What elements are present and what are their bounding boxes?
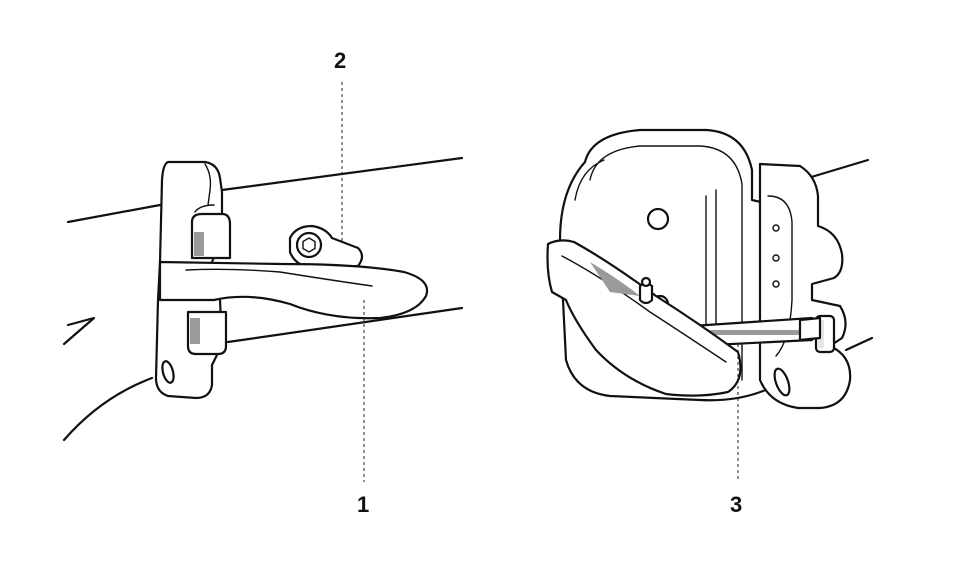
hand-outline-lower [62, 376, 154, 442]
bracket-oval-hole [161, 360, 175, 384]
right-forearm-bottom [844, 336, 874, 352]
screw-head [295, 231, 323, 259]
lever-inside-shade [590, 262, 640, 296]
hex-key-tip [798, 316, 822, 342]
housing-slot [705, 189, 717, 341]
callout-2: 2 [334, 48, 347, 73]
callout-3: 3 [730, 492, 743, 517]
hex-socket-icon [302, 237, 316, 253]
forearm-outline-top [66, 156, 464, 224]
side-plate-inner [767, 195, 793, 357]
side-oval [773, 367, 791, 397]
right-forearm-top [806, 158, 870, 180]
left-figure [62, 156, 464, 442]
callout-1: 1 [357, 492, 370, 517]
lever-pin-top [640, 276, 652, 288]
housing-hole-upper [646, 207, 670, 231]
bracket-upper-tab-shade [194, 232, 204, 256]
housing-inner-left [574, 159, 605, 201]
hex-key-shade [696, 330, 808, 335]
bracket-ridge [194, 163, 215, 213]
latch-lever [158, 260, 429, 320]
lever-inside [546, 239, 742, 397]
forearm-outline-bottom [226, 306, 464, 344]
lever-contour [185, 268, 373, 287]
side-hole-3 [772, 280, 780, 288]
side-hole-1 [772, 224, 780, 232]
right-figure [546, 128, 874, 410]
side-hole-2 [772, 254, 780, 262]
lever-inside-contour [561, 255, 727, 363]
hand-finger-upper [62, 316, 96, 346]
bracket-lower-tab-shade [190, 318, 200, 344]
